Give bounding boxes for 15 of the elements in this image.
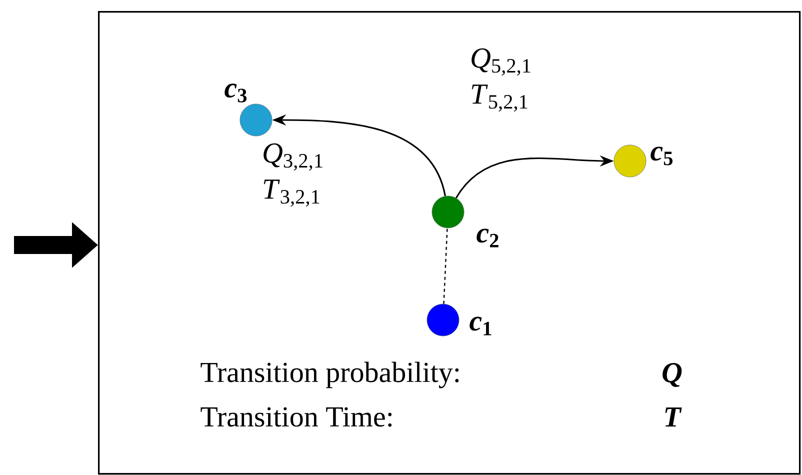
frame-box (98, 11, 801, 475)
state-circle (240, 104, 272, 136)
state-label: c$_{1}$ (470, 316, 492, 336)
legend-text: Transition Time: (200, 407, 392, 427)
state-circle (432, 196, 464, 228)
state-circle (614, 144, 646, 178)
legend-text: T (665, 408, 682, 426)
state-label: c$_{2}$ (476, 228, 498, 248)
edge-label: Q$_{5,2,1}$ T$_{5,2,1}$ (472, 48, 530, 112)
state-circle (426, 304, 460, 336)
legend-text: Q (662, 363, 682, 387)
edge-label: Q$_{3,2,1}$ T$_{3,2,1}$ (264, 143, 322, 207)
legend-text: Transition probability: (200, 362, 459, 388)
state-label: c$_{5}$ (650, 146, 673, 166)
state-label: c$_{3}$ (224, 84, 247, 102)
